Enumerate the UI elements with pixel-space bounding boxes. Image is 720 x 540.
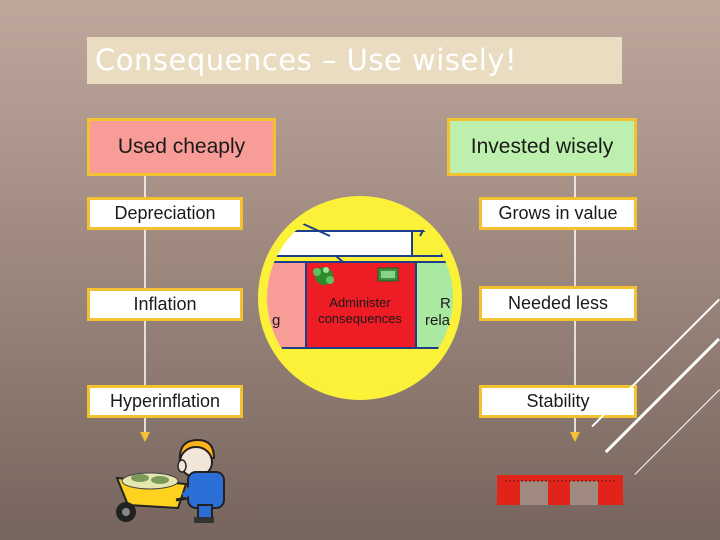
right-arrow-head: [570, 432, 580, 442]
left-fragment-text: g: [272, 312, 280, 329]
worker-icon: [177, 438, 225, 523]
money-bag-icon: [313, 267, 334, 285]
bridge-icon: [497, 475, 623, 505]
grows-in-value-box: Grows in value: [479, 197, 637, 230]
slide-title: Consequences – Use wisely!: [95, 43, 518, 77]
needed-less-box: Needed less: [479, 286, 637, 321]
left-arrow-head: [140, 432, 150, 442]
center-label-line2: consequences: [318, 311, 402, 326]
used-cheaply-header: Used cheaply: [87, 118, 276, 176]
slide-title-bar: Consequences – Use wisely!: [87, 37, 622, 84]
wheelbarrow-icon: [115, 472, 211, 522]
money-stack-icon: [377, 267, 399, 282]
stability-box: Stability: [479, 385, 637, 418]
depreciation-box: Depreciation: [87, 197, 243, 230]
center-label-line1: Administer: [329, 295, 391, 310]
hyperinflation-box: Hyperinflation: [87, 385, 243, 418]
right-fragment-line1: R: [440, 295, 451, 312]
inflation-box: Inflation: [87, 288, 243, 321]
invested-wisely-header: Invested wisely: [447, 118, 637, 176]
right-fragment-line2: rela: [425, 312, 451, 329]
